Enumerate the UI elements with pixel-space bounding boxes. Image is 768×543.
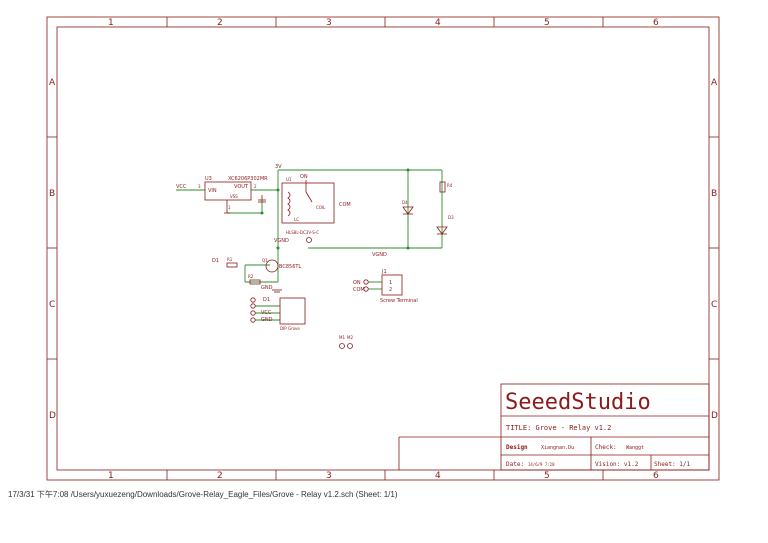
drawing-title: TITLE: Grove - Relay v1.2 (506, 424, 611, 432)
resistor-r4-label: R4 (447, 183, 453, 188)
transistor-part: BC856TL (279, 264, 301, 270)
relay-lc: LC (294, 217, 299, 222)
screw-pin-2: 2 (389, 287, 392, 293)
u3-vout: VOUT (234, 184, 249, 190)
zone-row-a-right: A (711, 78, 718, 88)
mount-hole-2 (347, 343, 353, 349)
company-name: SeeedStudio (505, 390, 651, 415)
relay-coil-label: COIL (316, 205, 326, 210)
diode-d4-label: D4 (402, 200, 408, 205)
zone-row-c-right: C (711, 300, 717, 310)
mount-hole-2-label: M2 (347, 335, 353, 340)
relay-part: HLS8L-DC3V-S-C (286, 230, 319, 235)
u3-pin-1: 1 (228, 205, 231, 210)
zone-row-d-right: D (711, 411, 718, 421)
u3-ref: U3 (205, 176, 212, 182)
zone-col-3-bottom: 3 (326, 471, 332, 481)
check-label: Check: (595, 444, 617, 451)
sheet-label: Sheet: 1/1 (654, 461, 691, 468)
resistor-r4 (439, 181, 446, 193)
led-d3 (436, 226, 448, 235)
u3-vss: VSS (230, 194, 238, 199)
mount-hole-1 (339, 343, 345, 349)
junctions (260, 168, 410, 250)
led-d3-label: D3 (448, 215, 454, 220)
vgnd-left: VGND (274, 238, 289, 244)
grove-gnd: GND (261, 317, 273, 323)
date-label: Date: (506, 461, 524, 468)
grove-pin-4 (250, 317, 256, 323)
design-value: Xiangnan.Du (541, 445, 574, 451)
u3-part: XC6206P302MR (228, 176, 268, 182)
screw-pin-1: 1 (389, 280, 392, 286)
zone-col-5-top: 5 (544, 18, 550, 28)
grove-pin-1 (250, 297, 256, 303)
u3-vin: VIN (208, 188, 217, 194)
resistor-r1 (226, 262, 238, 268)
schematic-labels: U3 XC6206P302MR VIN VOUT VSS VCC 3 2 1 3… (176, 164, 454, 340)
rail-3v: 3V (275, 164, 282, 170)
u3-pin-3: 3 (198, 184, 201, 189)
u3-pin-2: 2 (254, 184, 257, 189)
zone-row-b-left: B (49, 189, 55, 199)
version-label: Vision: v1.2 (595, 461, 639, 468)
title-block (398, 383, 710, 471)
resistor-r1-label: R1 (227, 257, 233, 262)
grove-pin-3 (250, 310, 256, 316)
screw-com: COM (353, 287, 365, 293)
terminal-pin-2 (363, 286, 369, 292)
relay-coil (287, 191, 291, 217)
print-footer: 17/3/31 下午7:08 /Users/yuxuezeng/Download… (8, 490, 398, 499)
u1-ref: U1 (286, 177, 292, 182)
transistor-q1 (265, 259, 279, 273)
zone-col-6-top: 6 (653, 18, 659, 28)
vcc-in: VCC (176, 184, 187, 190)
grove-d1: D1 (263, 297, 270, 303)
zone-row-b-right: B (711, 189, 717, 199)
title-block-text: SeeedStudio TITLE: Grove - Relay v1.2 De… (505, 390, 691, 468)
sheet-frame (46, 16, 720, 481)
zone-labels: 1 2 3 4 5 6 1 2 3 4 5 6 A B C D A B C D (49, 18, 718, 481)
d1-net: D1 (212, 258, 219, 264)
zone-col-1-bottom: 1 (108, 471, 114, 481)
check-value: Wanggt (626, 445, 644, 451)
design-label: Design (506, 444, 528, 451)
transistor-ref: Q1 (262, 258, 268, 263)
j1-ref: J1 (381, 269, 387, 275)
screw-terminal (381, 274, 403, 296)
date-value: 14/6/9 7:28 (528, 462, 555, 467)
zone-col-5-bottom: 5 (544, 471, 550, 481)
screw-terminal-label: Screw Terminal (380, 298, 418, 304)
zone-col-4-top: 4 (435, 18, 441, 28)
zone-col-3-top: 3 (326, 18, 332, 28)
relay-body (281, 182, 335, 224)
zone-row-d-left: D (49, 411, 56, 421)
zone-row-c-left: C (49, 300, 55, 310)
zone-col-2-bottom: 2 (217, 471, 223, 481)
relay-com: COM (339, 202, 351, 208)
grove-pin-2 (250, 303, 256, 309)
zone-col-2-top: 2 (217, 18, 223, 28)
gnd-label: GND (261, 285, 273, 291)
mount-hole-1-label: M1 (339, 335, 345, 340)
zone-col-1-top: 1 (108, 18, 114, 28)
components (204, 180, 448, 349)
terminal-pin-1 (363, 279, 369, 285)
screw-on: ON (353, 280, 361, 286)
zone-col-6-bottom: 6 (653, 471, 659, 481)
diode-d4 (402, 206, 414, 215)
resistor-r2 (249, 279, 261, 285)
grove-connector (279, 297, 306, 325)
vgnd-right: VGND (372, 252, 387, 258)
wires (176, 169, 443, 321)
grove-vcc: VCC (261, 310, 272, 316)
zone-row-a-left: A (49, 78, 56, 88)
grove-label: DIP Grove (280, 326, 300, 331)
u3-regulator (204, 181, 252, 201)
zone-col-4-bottom: 4 (435, 471, 441, 481)
resistor-r2-label: R2 (248, 274, 254, 279)
relay-on: ON (300, 174, 308, 180)
relay-terminal (306, 237, 312, 243)
